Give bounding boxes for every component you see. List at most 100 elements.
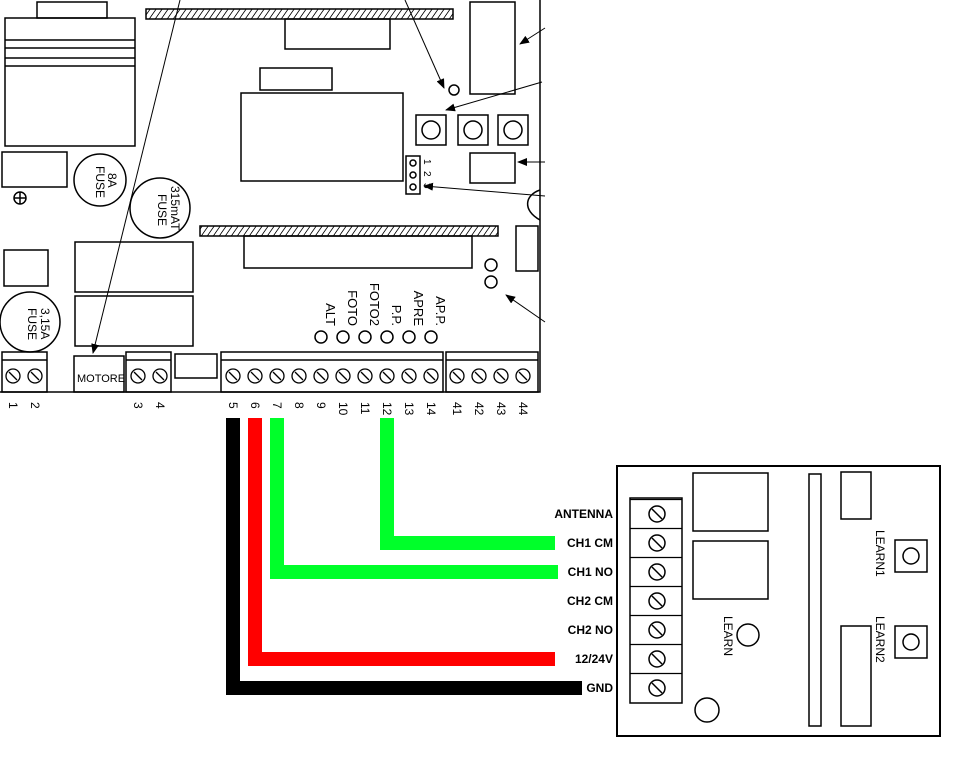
relay-top-right xyxy=(469,1,516,95)
component-right xyxy=(515,225,539,272)
small-terminal xyxy=(174,353,218,379)
receiver-terminal-label: CH2 CM xyxy=(567,594,613,608)
terminal-screws xyxy=(5,368,531,384)
fuse-label-3: FUSE xyxy=(25,308,39,340)
wire-6-to-12-24v xyxy=(248,418,555,666)
terminal-number: 2 xyxy=(28,402,42,409)
receiver-screw xyxy=(630,672,682,697)
receiver-component xyxy=(840,471,872,520)
terminal-number: 6 xyxy=(248,402,262,409)
learn1-label: LEARN1 xyxy=(873,530,887,577)
terminal-number: 9 xyxy=(314,402,328,409)
input-led xyxy=(358,330,372,344)
top-connector xyxy=(36,1,108,19)
learn1-button[interactable] xyxy=(894,539,928,573)
board-buttons xyxy=(415,114,529,146)
input-label: AP.P. xyxy=(433,296,448,326)
terminal-screw xyxy=(27,368,43,384)
terminal-number: 8 xyxy=(292,402,306,409)
led-right-2 xyxy=(484,275,498,289)
input-led xyxy=(314,330,328,344)
input-label: ALT xyxy=(323,303,338,326)
pin-header-mid xyxy=(199,225,499,237)
learn2-button[interactable] xyxy=(894,625,928,659)
board-button-1[interactable] xyxy=(415,114,447,146)
board-button-2[interactable] xyxy=(457,114,489,146)
board-switch xyxy=(469,152,516,184)
wire-7-to-ch1-no xyxy=(270,418,558,579)
input-label: FOTO xyxy=(345,290,360,326)
terminal-number: 11 xyxy=(358,402,372,415)
receiver-screw xyxy=(630,527,682,552)
terminal-screw xyxy=(313,368,329,384)
callout-arrows xyxy=(91,0,546,354)
receiver-relay-1 xyxy=(692,472,769,532)
learn-label: LEARN xyxy=(721,616,735,656)
receiver-screw xyxy=(630,643,682,668)
jumper-block xyxy=(405,155,421,195)
led-right-1 xyxy=(484,258,498,272)
terminal-screw xyxy=(493,368,509,384)
jumper-numbers: 123 xyxy=(421,159,432,189)
receiver-terminal-label: CH2 NO xyxy=(568,623,613,637)
terminal-screw xyxy=(130,368,146,384)
terminal-screw xyxy=(515,368,531,384)
relay-2 xyxy=(74,295,194,347)
receiver-terminal-label: 12/24V xyxy=(575,652,613,666)
learn2-label: LEARN2 xyxy=(873,616,887,663)
terminal-strips xyxy=(1,351,539,393)
chip-top xyxy=(284,18,391,50)
input-led xyxy=(336,330,350,344)
transformer xyxy=(4,17,136,147)
terminal-screw xyxy=(335,368,351,384)
terminal-number: 43 xyxy=(494,402,508,416)
terminal-screw xyxy=(247,368,263,384)
learn-led xyxy=(736,623,760,647)
terminal-screw xyxy=(152,368,168,384)
fuse-value-2: 315mAT xyxy=(168,186,182,231)
terminal-screw xyxy=(357,368,373,384)
board-button-3[interactable] xyxy=(497,114,529,146)
terminal-number: 10 xyxy=(336,402,350,416)
receiver-outline xyxy=(616,465,941,737)
terminal-screw xyxy=(449,368,465,384)
wire-5-to-gnd xyxy=(226,418,582,695)
receiver-terminal-label: GND xyxy=(586,681,613,695)
motor-terminal xyxy=(73,355,125,393)
terminal-screw xyxy=(269,368,285,384)
jumper-number: 3 xyxy=(421,183,432,189)
input-led xyxy=(424,330,438,344)
fuse-8a xyxy=(73,153,127,207)
terminal-screw xyxy=(291,368,307,384)
receiver-terminal-label: ANTENNA xyxy=(554,507,613,521)
receiver-screw xyxy=(630,498,682,523)
terminal-screw xyxy=(379,368,395,384)
terminal-number: 14 xyxy=(424,402,438,416)
input-led xyxy=(402,330,416,344)
fuse-value-3: 3,15A xyxy=(38,308,52,339)
input-label: APRE xyxy=(411,291,426,327)
jumper-number: 2 xyxy=(421,171,432,177)
fuse-label-1: FUSE xyxy=(93,166,107,198)
control-board xyxy=(0,0,546,393)
receiver-screw xyxy=(630,585,682,610)
terminal-number: 7 xyxy=(270,402,284,409)
input-led xyxy=(380,330,394,344)
receiver-relay-2 xyxy=(692,540,769,600)
learn2-button-icon xyxy=(902,633,920,651)
terminal-number: 44 xyxy=(516,402,530,416)
terminal-screw xyxy=(5,368,21,384)
terminal-screw xyxy=(423,368,439,384)
terminal-number: 13 xyxy=(402,402,416,416)
fuse-value-1: 8A xyxy=(105,173,119,188)
terminal-screw xyxy=(401,368,417,384)
terminal-number: 41 xyxy=(450,402,464,416)
receiver-terminal-label: CH1 NO xyxy=(568,565,613,579)
receiver-screw xyxy=(630,614,682,639)
component-left-2 xyxy=(3,249,49,287)
receiver-screw xyxy=(630,556,682,581)
led-top xyxy=(448,84,460,96)
